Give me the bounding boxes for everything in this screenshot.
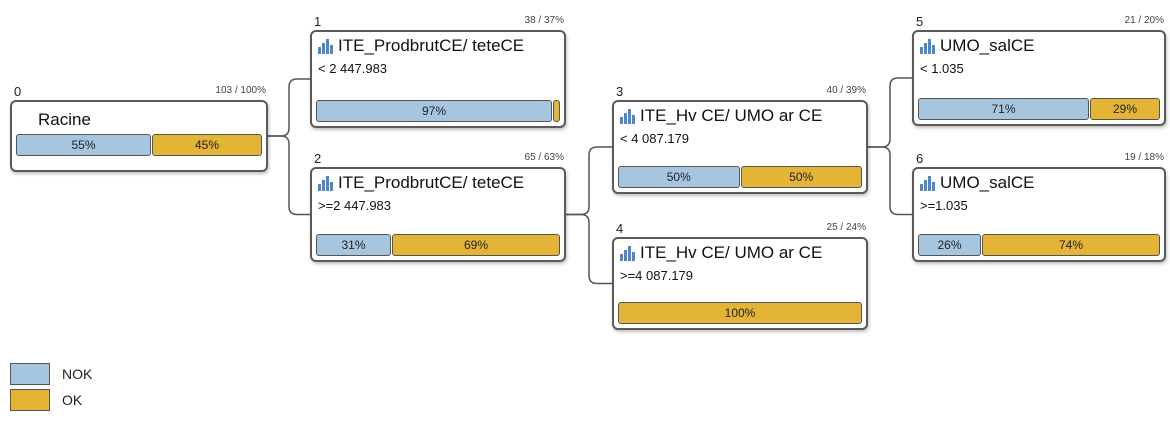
- class-distribution-bar: 26%74%: [918, 234, 1160, 256]
- legend-swatch-nok: [10, 363, 50, 385]
- bar-segment-nok: 97%: [316, 100, 552, 122]
- bar-chart-icon: [920, 38, 937, 54]
- node-title: UMO_salCE: [920, 173, 1034, 193]
- node-header: 3 40 / 39%: [612, 84, 868, 100]
- class-distribution-bar: 97%: [316, 100, 560, 122]
- node-title-text: UMO_salCE: [940, 36, 1035, 55]
- edge-0-1: [268, 78, 310, 137]
- node-count: 40 / 39%: [826, 85, 866, 96]
- node-box: UMO_salCE < 1.035 71%29%: [912, 30, 1166, 126]
- bar-segment-ok: 50%: [740, 166, 862, 188]
- tree-node-3[interactable]: 3 40 / 39%ITE_Hv CE/ UMO ar CE < 4 087.179…: [612, 84, 868, 194]
- node-title: ITE_ProdbrutCE/ teteCE: [318, 36, 524, 56]
- bar-segment-ok: 100%: [618, 302, 862, 324]
- bar-segment-ok: 29%: [1090, 98, 1160, 120]
- node-title-text: ITE_ProdbrutCE/ teteCE: [338, 173, 525, 192]
- edge-3-6: [868, 146, 912, 216]
- class-distribution-bar: 100%: [618, 302, 862, 324]
- node-condition: < 1.035: [920, 61, 964, 76]
- legend: NOK OK: [10, 361, 92, 413]
- edge-0-2: [268, 135, 310, 216]
- node-condition: >=4 087.179: [620, 268, 694, 283]
- bar-chart-icon: [318, 175, 335, 191]
- node-id: 4: [616, 221, 624, 236]
- tree-node-2[interactable]: 2 65 / 63% ITE_ProdbrutCE/ teteCE >=2 447.9…: [310, 151, 566, 262]
- node-box: ITE_ProdbrutCE/ teteCE < 2 447.983 97%: [310, 30, 566, 128]
- class-distribution-bar: 50%50%: [618, 166, 862, 188]
- node-condition: < 2 447.983: [318, 61, 388, 76]
- tree-node-6[interactable]: 6 19 / 18% UMO_salCE >=1.035 26%74%: [912, 151, 1166, 262]
- node-count: 103 / 100%: [215, 85, 266, 96]
- node-condition: >=1.035: [920, 198, 968, 213]
- node-title: ITE_Hv CE/ UMO ar CE: [620, 243, 822, 263]
- node-title: ITE_Hv CE/ UMO ar CE: [620, 106, 822, 126]
- node-title-text: ITE_Hv CE/ UMO ar CE: [640, 106, 823, 125]
- node-id: 2: [314, 151, 322, 166]
- node-box: ITE_Hv CE/ UMO ar CE < 4 087.179 50%50%: [612, 100, 868, 194]
- legend-item-nok: NOK: [10, 361, 92, 387]
- node-header: 2 65 / 63%: [310, 151, 566, 167]
- legend-label-ok: OK: [62, 392, 83, 408]
- bar-segment-ok: [553, 100, 560, 122]
- node-header: 4 25 / 24%: [612, 221, 868, 237]
- node-title-text: UMO_salCE: [940, 173, 1035, 192]
- bar-segment-nok: 50%: [618, 166, 740, 188]
- class-distribution-bar: 31%69%: [316, 234, 560, 256]
- node-count: 65 / 63%: [524, 152, 564, 163]
- node-header: 1 38 / 37%: [310, 14, 566, 30]
- node-count: 19 / 18%: [1124, 152, 1164, 163]
- node-title-text: ITE_Hv CE/ UMO ar CE: [640, 243, 823, 262]
- bar-chart-icon: [620, 108, 637, 124]
- tree-node-1[interactable]: 1 38 / 37% ITE_ProdbrutCE/ teteCE < 2 447.9…: [310, 14, 566, 128]
- bar-segment-ok: 69%: [392, 234, 560, 256]
- node-condition: < 4 087.179: [620, 131, 690, 146]
- bar-segment-ok: 74%: [982, 234, 1160, 256]
- bar-chart-icon: [920, 175, 937, 191]
- node-header: 5 21 / 20%: [912, 14, 1166, 30]
- node-count: 21 / 20%: [1124, 15, 1164, 26]
- bar-chart-icon: [318, 38, 335, 54]
- node-header: 6 19 / 18%: [912, 151, 1166, 167]
- node-id: 1: [314, 14, 322, 29]
- node-title-text: ITE_ProdbrutCE/ teteCE: [338, 36, 525, 55]
- legend-label-nok: NOK: [62, 366, 93, 382]
- class-distribution-bar: 71%29%: [918, 98, 1160, 120]
- edge-2-4: [566, 213, 612, 285]
- node-box: ITE_ProdbrutCE/ teteCE >=2 447.983 31%69%: [310, 167, 566, 262]
- node-title: ITE_ProdbrutCE/ teteCE: [318, 173, 524, 193]
- node-id: 0: [14, 84, 22, 99]
- node-id: 6: [916, 151, 924, 166]
- node-count: 38 / 37%: [524, 15, 564, 26]
- node-id: 5: [916, 14, 924, 29]
- bar-segment-nok: 31%: [316, 234, 391, 256]
- edge-3-5: [868, 77, 912, 148]
- bar-segment-nok: 71%: [918, 98, 1089, 120]
- node-condition: >=2 447.983: [318, 198, 392, 213]
- bar-segment-nok: 55%: [16, 134, 151, 156]
- bar-chart-icon: [620, 245, 637, 261]
- node-box: ITE_Hv CE/ UMO ar CE >=4 087.179 100%: [612, 237, 868, 330]
- edge-2-3: [566, 146, 612, 216]
- node-count: 25 / 24%: [826, 222, 866, 233]
- node-title-text: Racine: [38, 110, 91, 129]
- node-title: UMO_salCE: [920, 36, 1034, 56]
- legend-swatch-ok: [10, 389, 50, 411]
- tree-node-4[interactable]: 4 25 / 24%ITE_Hv CE/ UMO ar CE >=4 087.179…: [612, 221, 868, 330]
- node-box: Racine 55%45%: [10, 100, 268, 172]
- node-id: 3: [616, 84, 624, 99]
- node-title: Racine: [38, 110, 91, 130]
- tree-node-5[interactable]: 5 21 / 20% UMO_salCE < 1.035 71%29%: [912, 14, 1166, 126]
- tree-node-0[interactable]: 0 103 / 100% Racine 55%45%: [10, 84, 268, 172]
- bar-segment-nok: 26%: [918, 234, 981, 256]
- legend-item-ok: OK: [10, 387, 92, 413]
- node-box: UMO_salCE >=1.035 26%74%: [912, 167, 1166, 262]
- class-distribution-bar: 55%45%: [16, 134, 262, 156]
- node-header: 0 103 / 100%: [10, 84, 268, 100]
- bar-segment-ok: 45%: [152, 134, 262, 156]
